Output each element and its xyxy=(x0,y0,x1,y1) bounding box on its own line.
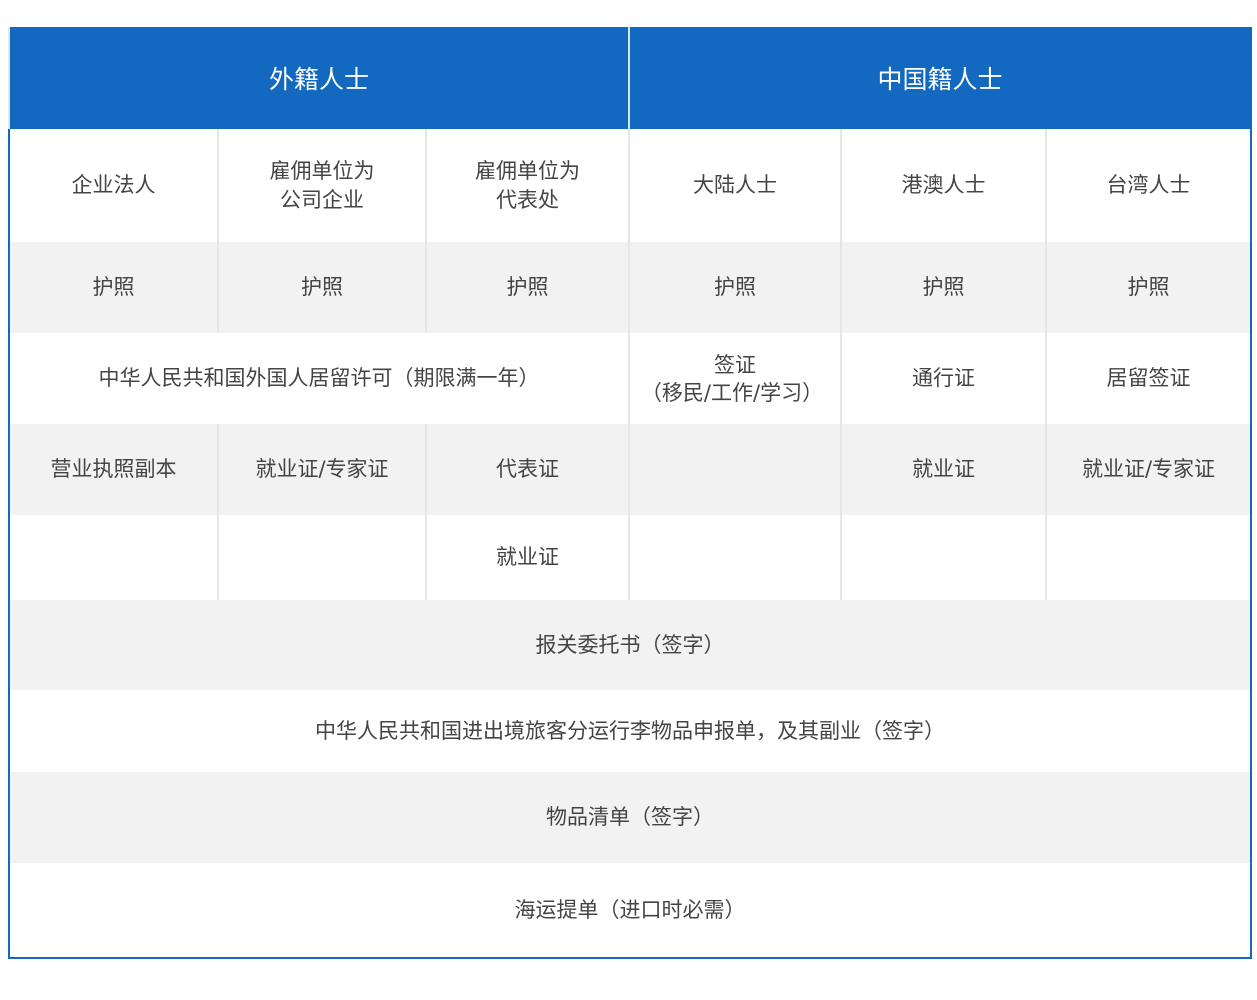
table-cell: 中华人民共和国进出境旅客分运行李物品申报单，及其副业（签字） xyxy=(9,690,1252,772)
pass-permit-cell: 通行证 xyxy=(840,333,1047,424)
subheader-cell: 台湾人士 xyxy=(1045,129,1252,242)
residence-permit-cell: 中华人民共和国外国人居留许可（期限满一年） xyxy=(9,333,630,424)
declaration-row: 中华人民共和国进出境旅客分运行李物品申报单，及其副业（签字） xyxy=(9,690,1252,772)
subheader-cell: 港澳人士 xyxy=(840,129,1047,242)
item-list-row: 物品清单（签字） xyxy=(9,772,1252,863)
table-cell: 护照 xyxy=(840,242,1047,333)
required-documents-table: 外籍人士 中国籍人士 企业法人 雇佣单位为 公司企业 雇佣单位为 代表处 大陆人… xyxy=(7,27,1253,959)
subheader-cell: 雇佣单位为 公司企业 xyxy=(217,129,426,242)
subheader-cell: 雇佣单位为 代表处 xyxy=(424,129,630,242)
visa-cell: 签证 （移民/工作/学习） xyxy=(628,333,842,424)
subheader-cell: 企业法人 xyxy=(9,129,218,242)
table-cell: 护照 xyxy=(217,242,426,333)
docs-row: 营业执照副本 就业证/专家证 代表证 就业证 就业证/专家证 xyxy=(9,424,1252,515)
residence-visa-cell: 居留签证 xyxy=(1045,333,1252,424)
customs-power-row: 报关委托书（签字） xyxy=(9,600,1252,690)
empty-cell xyxy=(840,515,1047,600)
header-row: 外籍人士 中国籍人士 xyxy=(7,28,1252,129)
passport-row: 护照 护照 护照 护照 护照 护照 xyxy=(9,242,1252,333)
table-cell: 报关委托书（签字） xyxy=(9,600,1252,690)
table-cell: 营业执照副本 xyxy=(9,424,218,515)
table-cell: 护照 xyxy=(424,242,630,333)
table-cell: 就业证 xyxy=(840,424,1047,515)
header-foreign: 外籍人士 xyxy=(7,28,630,129)
work-permit-row: 就业证 xyxy=(9,515,1252,600)
header-chinese: 中国籍人士 xyxy=(628,28,1252,129)
table-cell xyxy=(628,424,842,515)
table-cell: 就业证 xyxy=(424,515,630,600)
table-cell: 护照 xyxy=(628,242,842,333)
empty-cell xyxy=(9,515,218,600)
subheader-cell: 大陆人士 xyxy=(628,129,842,242)
permit-row: 中华人民共和国外国人居留许可（期限满一年） 签证 （移民/工作/学习） 通行证 … xyxy=(9,333,1252,424)
table-cell: 就业证/专家证 xyxy=(1045,424,1252,515)
empty-cell xyxy=(217,515,426,600)
table-cell: 就业证/专家证 xyxy=(217,424,426,515)
visa-label: 签证 xyxy=(714,352,757,377)
table-cell: 护照 xyxy=(9,242,218,333)
table-cell: 物品清单（签字） xyxy=(9,772,1252,863)
bill-of-lading-row: 海运提单（进口时必需） xyxy=(9,863,1252,958)
table-cell: 海运提单（进口时必需） xyxy=(9,863,1252,958)
table-cell: 护照 xyxy=(1045,242,1252,333)
empty-cell xyxy=(1045,515,1252,600)
table-cell: 代表证 xyxy=(424,424,630,515)
empty-cell xyxy=(628,515,842,600)
visa-types: （移民/工作/学习） xyxy=(640,380,824,405)
subheader-row: 企业法人 雇佣单位为 公司企业 雇佣单位为 代表处 大陆人士 港澳人士 台湾人士 xyxy=(9,129,1252,242)
